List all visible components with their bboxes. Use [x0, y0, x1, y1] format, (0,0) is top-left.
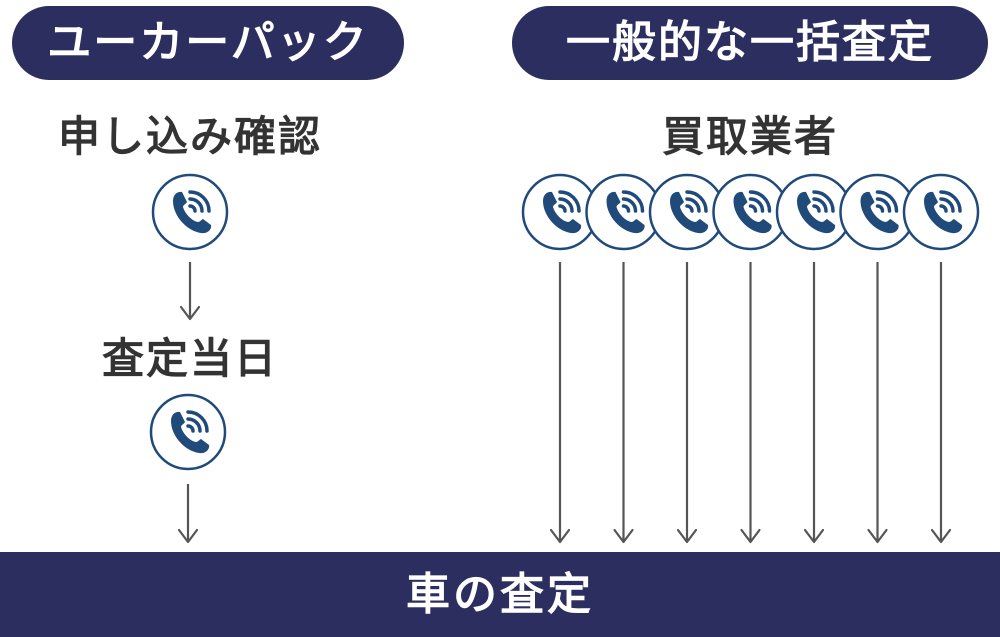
arrow-down-icon — [549, 262, 571, 544]
arrow-down-icon — [676, 262, 698, 544]
label-buyers: 買取業者 — [661, 112, 838, 161]
buyer-phones — [521, 173, 980, 251]
arrow-down-icon — [867, 262, 888, 544]
footer-car-assessment: 車の査定 — [0, 552, 1000, 637]
label-application-confirmation: 申し込み確認 — [57, 112, 322, 161]
phone-call-icon — [151, 173, 229, 251]
label-assessment-day: 査定当日 — [101, 334, 278, 383]
arrow-down-icon — [803, 262, 825, 544]
buyer-arrows — [549, 262, 952, 544]
phone-call-icon — [902, 173, 980, 251]
header-general-bulk-assessment: 一般的な一括査定 — [512, 6, 988, 80]
arrow-down-icon — [179, 262, 201, 321]
arrow-down-icon — [613, 262, 634, 544]
arrow-down-icon — [930, 262, 952, 544]
arrow-down-icon — [740, 262, 761, 544]
arrow-down-icon — [177, 484, 199, 544]
header-ucarpac: ユーカーパック — [12, 6, 404, 80]
phone-call-icon — [149, 393, 227, 471]
